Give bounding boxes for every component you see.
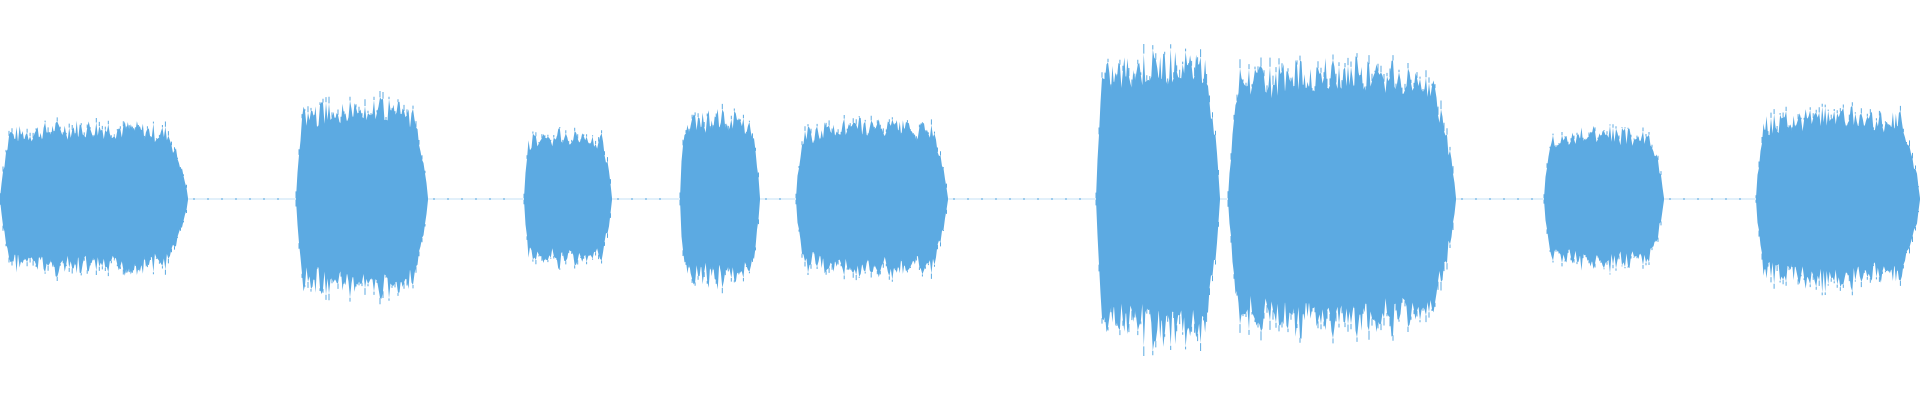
waveform-segment-texture	[1755, 102, 1919, 296]
waveform-segment-texture	[1095, 44, 1219, 356]
waveform-segment	[1756, 105, 1920, 293]
waveform-segment	[524, 128, 612, 269]
waveform-segment-texture	[1227, 53, 1454, 344]
waveform-segment-texture	[0, 117, 187, 281]
waveform-segment-texture	[523, 127, 611, 270]
waveform-segment	[1544, 125, 1664, 274]
waveform-segment	[0, 120, 188, 277]
waveform-segment-texture	[679, 103, 759, 294]
waveform-segment	[796, 117, 948, 280]
waveform-segment	[680, 109, 760, 290]
waveform-segment-texture	[1543, 124, 1662, 275]
waveform-silence-ticks	[193, 198, 1741, 200]
waveform-segments	[0, 44, 1920, 356]
waveform-segment	[296, 97, 428, 299]
waveform-segment-texture	[795, 115, 947, 282]
waveform-segment-texture	[295, 91, 426, 305]
waveform-segment	[1228, 56, 1456, 339]
waveform-segment	[1096, 48, 1220, 351]
